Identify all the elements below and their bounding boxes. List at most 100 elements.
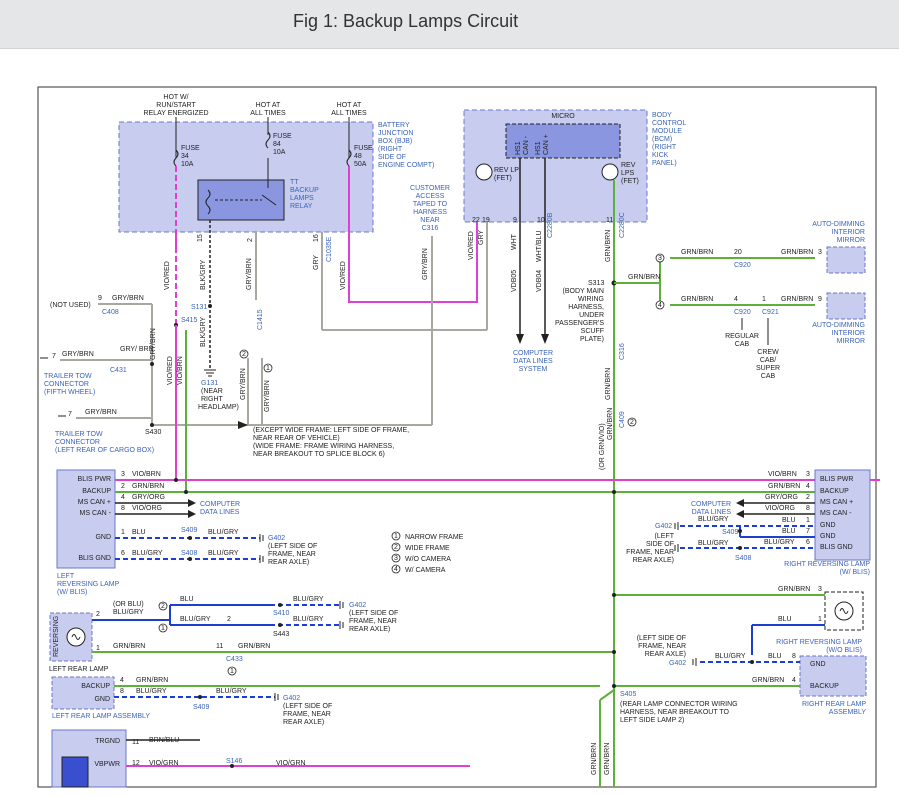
g402-desc-right: (LEFT SIDE OF FRAME, NEAR REAR AXLE) [626, 533, 675, 564]
svg-text:GRY/BRN: GRY/BRN [422, 248, 429, 280]
svg-text:MS CAN -: MS CAN - [80, 510, 112, 517]
svg-text:BLU/GRY: BLU/GRY [698, 540, 729, 547]
svg-text:MIRROR: MIRROR [837, 237, 865, 244]
svg-text:BLU/GRY: BLU/GRY [208, 550, 239, 557]
svg-text:RIGHT: RIGHT [201, 396, 224, 403]
svg-text:FUSE: FUSE [273, 133, 292, 140]
svg-text:CONNECTOR: CONNECTOR [55, 439, 100, 446]
svg-text:CONTROL: CONTROL [652, 120, 686, 127]
svg-text:UNDER: UNDER [579, 312, 604, 319]
svg-text:C316: C316 [619, 343, 626, 360]
svg-text:(RIGHT: (RIGHT [378, 146, 403, 153]
svg-text:CAN +: CAN + [543, 134, 550, 155]
svg-text:LEFT REAR LAMP: LEFT REAR LAMP [49, 666, 109, 673]
svg-text:1: 1 [806, 517, 810, 524]
svg-text:G402: G402 [268, 535, 285, 542]
svg-text:2: 2 [806, 494, 810, 501]
svg-text:(FIFTH WHEEL): (FIFTH WHEEL) [44, 389, 95, 396]
legend: 1 NARROW FRAME 2 WIDE FRAME 3 W/O CAMERA… [391, 531, 464, 574]
svg-text:VIO/BRN: VIO/BRN [177, 356, 184, 385]
svg-text:GRN/BRN: GRN/BRN [605, 368, 612, 400]
svg-text:REGULAR: REGULAR [725, 333, 759, 340]
svg-text:ALL TIMES: ALL TIMES [250, 110, 286, 117]
svg-text:RIGHT REVERSING LAMP: RIGHT REVERSING LAMP [784, 561, 870, 568]
svg-text:COMPUTER: COMPUTER [200, 501, 240, 508]
svg-text:GRY/BRN: GRY/BRN [246, 258, 253, 290]
svg-text:(EXCEPT WIDE FRAME: LEFT SIDE: (EXCEPT WIDE FRAME: LEFT SIDE OF FRAME, [253, 427, 409, 434]
svg-text:(OR BLU): (OR BLU) [113, 601, 144, 608]
svg-text:REV LP: REV LP [494, 167, 519, 174]
svg-text:WHT/BLU: WHT/BLU [536, 231, 543, 263]
svg-text:DATA LINES: DATA LINES [200, 509, 240, 516]
svg-text:3: 3 [818, 586, 822, 593]
svg-text:S146: S146 [226, 758, 242, 765]
svg-text:LEFT SIDE LAMP 2): LEFT SIDE LAMP 2) [620, 717, 684, 724]
svg-text:G402: G402 [655, 523, 672, 530]
svg-text:GND: GND [820, 522, 836, 529]
svg-text:COMPUTER: COMPUTER [513, 350, 553, 357]
regular-cab: REGULAR CAB [725, 333, 759, 348]
svg-text:NARROW FRAME: NARROW FRAME [405, 534, 464, 541]
bottom-module [51, 729, 127, 788]
mirror-1 [826, 246, 866, 274]
svg-text:BACKUP: BACKUP [82, 488, 111, 495]
svg-text:(OR GRN/VIO): (OR GRN/VIO) [599, 423, 606, 470]
svg-text:WHT: WHT [511, 233, 518, 250]
svg-text:C920: C920 [734, 262, 751, 269]
svg-text:GRN/BRN: GRN/BRN [113, 643, 145, 650]
left-rear-lamp-assembly [51, 676, 115, 710]
svg-text:CAN -: CAN - [523, 135, 530, 155]
bjb-label: BATTERY JUNCTION BOX (BJB) (RIGHT SIDE O… [378, 122, 434, 169]
svg-text:10A: 10A [273, 149, 286, 156]
svg-text:2: 2 [247, 238, 254, 242]
svg-text:9: 9 [98, 295, 102, 302]
svg-text:BACKUP: BACKUP [810, 683, 839, 690]
svg-text:CAB/: CAB/ [760, 357, 776, 364]
svg-text:22: 22 [472, 217, 480, 224]
svg-text:GRN/BRN: GRN/BRN [778, 586, 810, 593]
right-reversing-noblis-label: RIGHT REVERSING LAMP (W/O BLIS) [776, 639, 862, 654]
rev-lp-label: REV LP (FET) [494, 167, 519, 182]
svg-text:2: 2 [121, 483, 125, 490]
svg-text:4: 4 [806, 483, 810, 490]
svg-text:C2280B: C2280B [547, 212, 554, 238]
svg-text:BLU/GRY: BLU/GRY [216, 688, 247, 695]
rev-lps-label: REV LPS (FET) [621, 162, 639, 185]
computer-data-lines-right: COMPUTER DATA LINES [691, 501, 731, 516]
svg-text:HOT W/: HOT W/ [163, 94, 188, 101]
svg-text:(LEFT SIDE OF: (LEFT SIDE OF [268, 543, 317, 550]
svg-text:G402: G402 [669, 660, 686, 667]
svg-text:INTERIOR: INTERIOR [832, 229, 865, 236]
svg-text:BLU: BLU [782, 528, 796, 535]
svg-text:MIRROR: MIRROR [837, 338, 865, 345]
bcm-micro [505, 123, 621, 159]
crew-cab: CREW CAB/ SUPER CAB [756, 349, 780, 380]
svg-text:GRN/BRN: GRN/BRN [607, 408, 614, 440]
svg-text:GRY/ORG: GRY/ORG [132, 494, 165, 501]
svg-text:VBPWR: VBPWR [94, 761, 120, 768]
svg-text:1: 1 [266, 365, 270, 372]
svg-text:GRY/BRN: GRY/BRN [264, 380, 271, 412]
svg-text:HOT AT: HOT AT [337, 102, 362, 109]
svg-text:7: 7 [52, 353, 56, 360]
svg-text:MS CAN +: MS CAN + [820, 499, 853, 506]
svg-text:11: 11 [606, 217, 613, 224]
mirror-2 [826, 292, 866, 320]
svg-text:BLIS GND: BLIS GND [820, 544, 853, 551]
svg-text:BACKUP: BACKUP [290, 187, 319, 194]
svg-text:11: 11 [216, 643, 223, 650]
svg-text:FUSE: FUSE [354, 145, 373, 152]
svg-text:1: 1 [818, 616, 822, 623]
s430-desc: (EXCEPT WIDE FRAME: LEFT SIDE OF FRAME, … [253, 427, 409, 458]
svg-text:GND: GND [810, 661, 826, 668]
right-rear-assembly-label: RIGHT REAR LAMP ASSEMBLY [802, 701, 866, 716]
svg-text:S405: S405 [620, 691, 636, 698]
svg-text:RIGHT REAR LAMP: RIGHT REAR LAMP [802, 701, 866, 708]
mirror-2-label: AUTO-DIMMING INTERIOR MIRROR [812, 322, 865, 345]
svg-text:JUNCTION: JUNCTION [378, 130, 413, 137]
svg-text:LEFT REAR LAMP ASSEMBLY: LEFT REAR LAMP ASSEMBLY [52, 713, 150, 720]
svg-text:WIRING: WIRING [578, 296, 604, 303]
svg-text:DATA LINES: DATA LINES [692, 509, 732, 516]
svg-text:1: 1 [121, 529, 125, 536]
customer-access-label: CUSTOMER ACCESS TAPED TO HARNESS NEAR C3… [410, 185, 450, 232]
